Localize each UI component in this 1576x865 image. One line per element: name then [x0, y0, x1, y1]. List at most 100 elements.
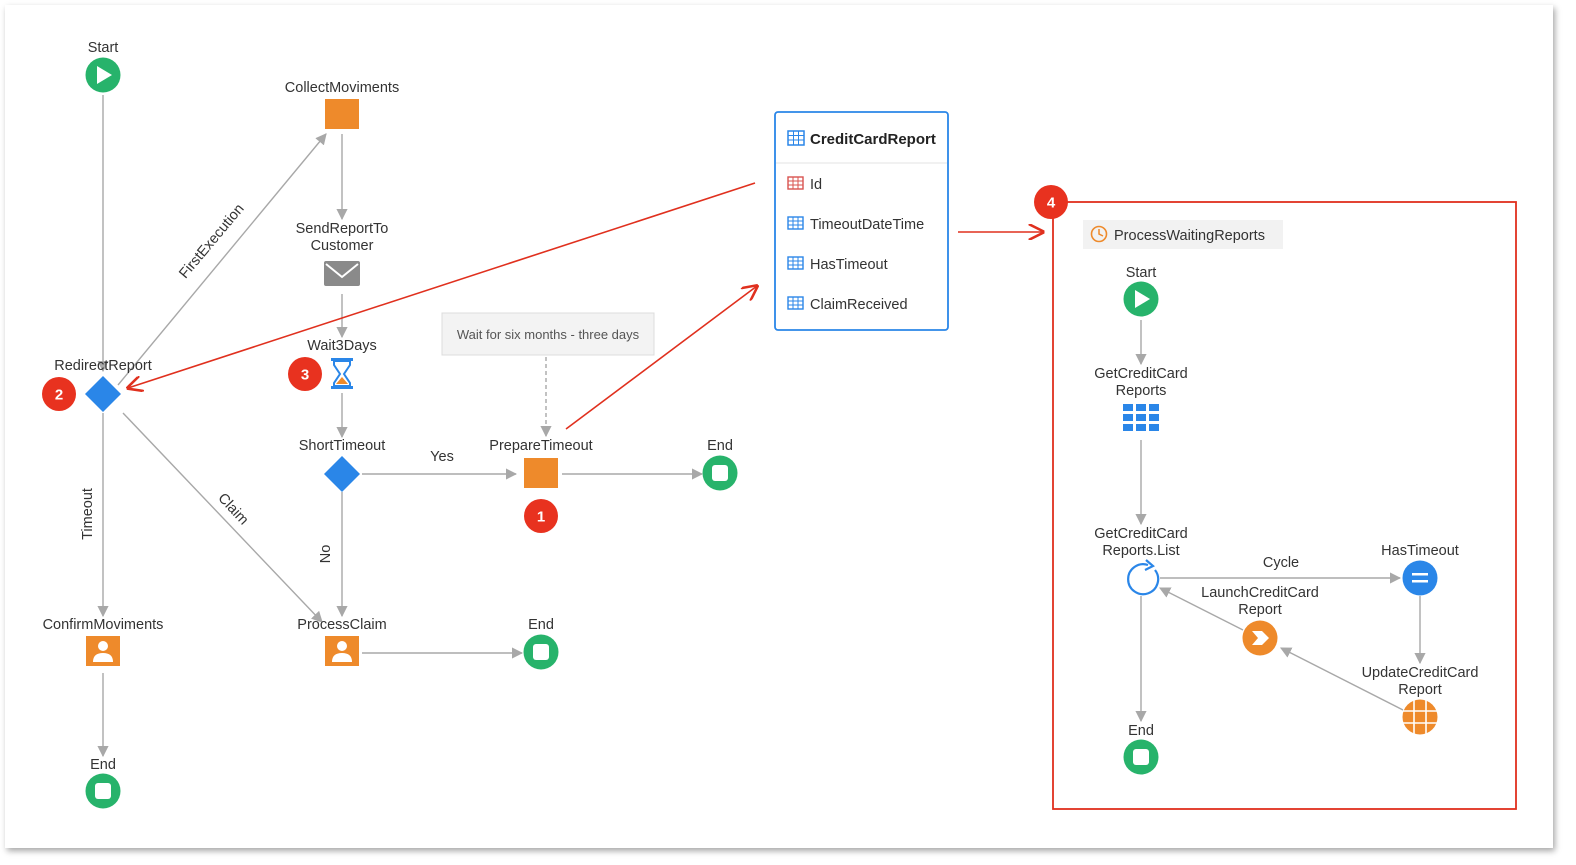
entity-card[interactable]: CreditCardReport Id	[774, 111, 949, 331]
attribute-icon	[787, 256, 804, 270]
edge-first-execution	[117, 133, 327, 386]
badge-4: 4	[1034, 185, 1068, 219]
wait-node[interactable]	[331, 358, 353, 389]
send-label-line1: SendReportTo	[296, 221, 389, 237]
timer-title-tab[interactable]: ProcessWaitingReports	[1083, 220, 1283, 249]
stop-icon	[533, 644, 549, 660]
clock-icon	[1090, 225, 1108, 243]
edge-claim	[122, 412, 323, 623]
badge-3: 3	[288, 357, 322, 391]
launch-label-line2: Report	[1238, 602, 1282, 618]
loop-label-line1: GetCreditCard	[1094, 526, 1187, 542]
timer-start-label: Start	[1126, 265, 1157, 281]
timer-end-label: End	[1128, 723, 1154, 739]
process-claim-human-activity-node[interactable]	[325, 636, 359, 666]
end-top-node[interactable]	[702, 455, 738, 491]
hourglass-icon	[331, 358, 353, 389]
comment-box[interactable]: Wait for six months - three days	[441, 312, 655, 356]
arrow-entity-to-redirect	[128, 182, 756, 388]
timer-title: ProcessWaitingReports	[1114, 228, 1265, 244]
connectors	[97, 95, 704, 758]
badge-2-text: 2	[55, 387, 63, 404]
has-timeout-if-node[interactable]	[1402, 560, 1438, 596]
entity-attribute-label: Id	[810, 177, 822, 193]
send-email-node[interactable]	[324, 261, 360, 286]
grid-globe-icon	[1403, 700, 1437, 734]
collect-label: CollectMoviments	[285, 80, 399, 96]
entity-attribute-row[interactable]: HasTimeout	[787, 256, 888, 273]
entity-attribute-label: HasTimeout	[810, 257, 888, 273]
send-label-line2: Customer	[311, 238, 374, 254]
has-timeout-label: HasTimeout	[1381, 543, 1459, 559]
entity-attribute-row[interactable]: Id	[787, 176, 822, 193]
highlight-arrows	[128, 182, 1043, 430]
person-icon	[93, 641, 113, 662]
entity-attribute-label: TimeoutDateTime	[810, 217, 924, 233]
identifier-attribute-icon	[787, 176, 804, 190]
attribute-icon	[787, 216, 804, 230]
update-label-line1: UpdateCreditCard	[1362, 665, 1479, 681]
person-icon	[332, 641, 352, 662]
aggregate-label-line1: GetCreditCard	[1094, 366, 1187, 382]
short-timeout-if-node[interactable]	[324, 456, 360, 492]
edge-label-no: No	[318, 545, 334, 564]
edge-label-timeout: Timeout	[80, 488, 96, 540]
envelope-icon	[324, 261, 360, 286]
badge-1-text: 1	[537, 509, 545, 526]
refresh-icon	[1127, 559, 1160, 596]
edge-t-launch-to-loop	[1159, 587, 1244, 631]
start-node[interactable]	[85, 57, 121, 93]
stop-icon	[95, 783, 111, 799]
aggregate-node[interactable]	[1123, 404, 1159, 431]
attribute-icon	[787, 296, 804, 310]
play-icon	[97, 66, 112, 84]
entity-attribute-label: ClaimReceived	[810, 297, 908, 313]
timer-start-node[interactable]	[1123, 281, 1159, 317]
launch-label-line1: LaunchCreditCard	[1201, 585, 1319, 601]
badge-3-text: 3	[301, 367, 309, 384]
table-icon	[1123, 404, 1159, 431]
loop-label-line2: Reports.List	[1102, 543, 1179, 559]
end-mid-node[interactable]	[523, 634, 559, 670]
foreach-node[interactable]	[1127, 559, 1160, 596]
redirect-switch-node[interactable]	[85, 376, 121, 412]
aggregate-label-line2: Reports	[1116, 383, 1167, 399]
edge-label-claim: Claim	[214, 490, 251, 528]
timer-end-node[interactable]	[1123, 739, 1159, 775]
confirm-human-activity-node[interactable]	[86, 636, 120, 666]
badge-4-text: 4	[1047, 195, 1056, 212]
end-top-label: End	[707, 438, 733, 454]
entity-attribute-row[interactable]: ClaimReceived	[787, 296, 908, 313]
badge-2: 2	[42, 377, 76, 411]
stop-icon	[1133, 749, 1149, 765]
end-bottom-label: End	[90, 757, 116, 773]
process-claim-label: ProcessClaim	[297, 617, 386, 633]
cycle-label: Cycle	[1263, 555, 1299, 571]
start-label: Start	[88, 40, 119, 56]
process-chevron-icon	[1252, 631, 1269, 645]
edge-t-update-to-launch	[1280, 647, 1404, 711]
comment-text: Wait for six months - three days	[457, 327, 640, 342]
entity-table-icon	[787, 130, 805, 146]
launch-process-node[interactable]	[1242, 620, 1278, 656]
wait-label: Wait3Days	[307, 338, 377, 354]
stop-icon	[712, 465, 728, 481]
collect-assign-node[interactable]	[325, 99, 359, 129]
confirm-label: ConfirmMoviments	[43, 617, 164, 633]
timer-connectors	[1135, 320, 1426, 723]
redirect-label: RedirectReport	[54, 358, 152, 374]
end-bottom-node[interactable]	[85, 773, 121, 809]
entity-attribute-row[interactable]: TimeoutDateTime	[787, 216, 924, 233]
timer-highlight-frame	[1052, 201, 1517, 810]
prepare-timeout-assign-node[interactable]	[524, 458, 558, 488]
update-label-line2: Report	[1398, 682, 1442, 698]
prepare-timeout-label: PrepareTimeout	[489, 438, 592, 454]
edge-label-yes: Yes	[430, 449, 454, 465]
short-timeout-label: ShortTimeout	[299, 438, 386, 454]
entity-name: CreditCardReport	[810, 131, 936, 148]
play-icon	[1135, 290, 1150, 308]
update-entity-node[interactable]	[1402, 699, 1438, 735]
badge-1: 1	[524, 499, 558, 533]
